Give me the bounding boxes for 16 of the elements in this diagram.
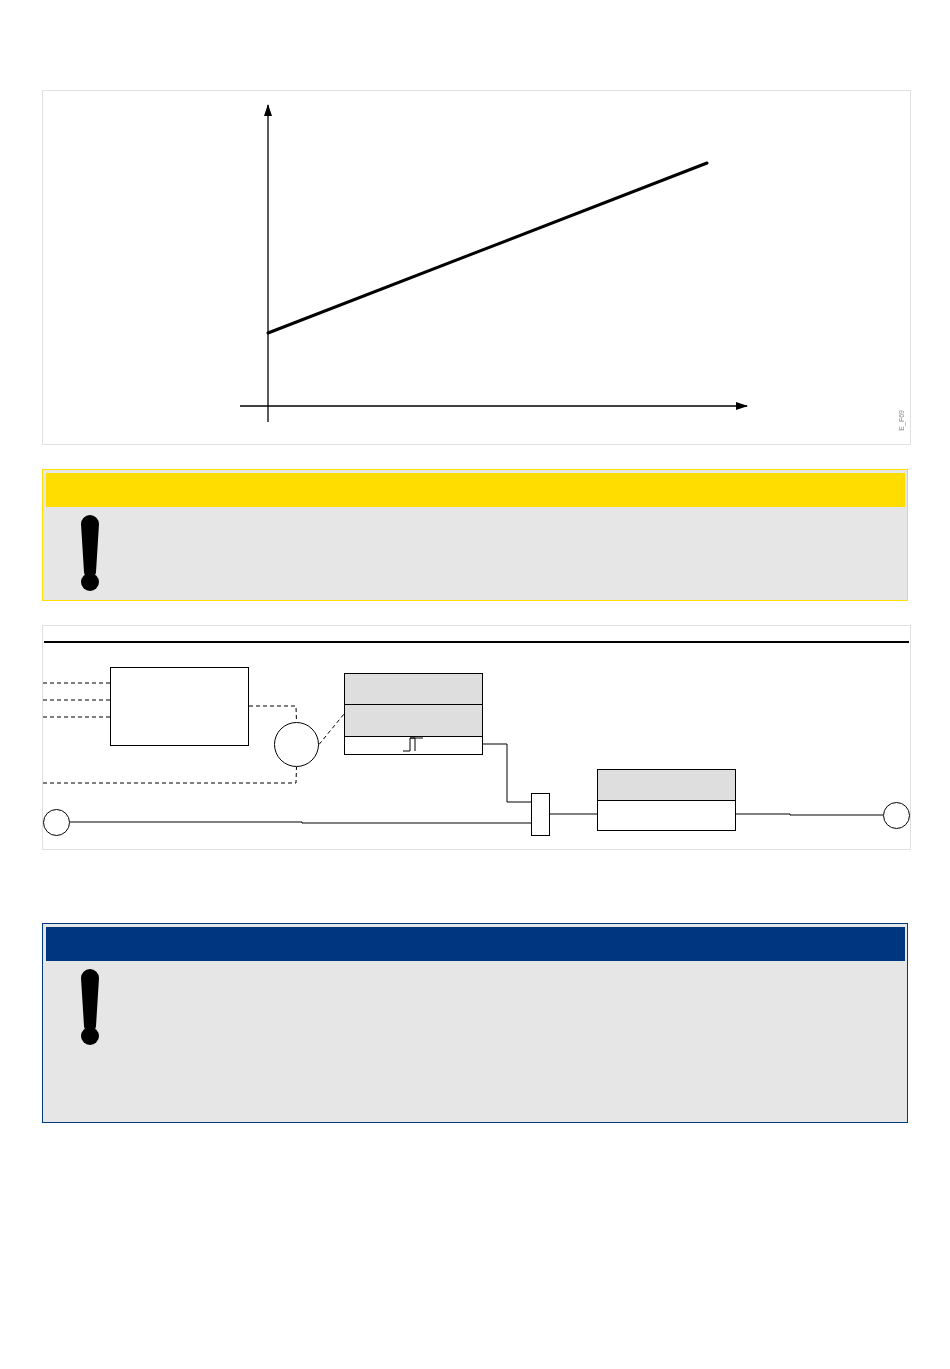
- dashed-line: [318, 713, 345, 745]
- dashed-line: [42, 716, 111, 718]
- function-block: [344, 673, 483, 755]
- dashed-line: [42, 766, 297, 784]
- signal-line: [549, 813, 598, 815]
- node-circle: [274, 722, 319, 767]
- signal-line: [482, 743, 532, 803]
- dashed-line: [42, 682, 111, 684]
- terminal-circle: [43, 809, 70, 836]
- signal-line: [69, 821, 532, 824]
- function-block: [597, 769, 736, 831]
- terminal-circle: [883, 802, 910, 829]
- dashed-line: [42, 699, 111, 701]
- junction-bar: [531, 793, 550, 836]
- function-block: [110, 667, 249, 746]
- signal-line: [735, 813, 884, 816]
